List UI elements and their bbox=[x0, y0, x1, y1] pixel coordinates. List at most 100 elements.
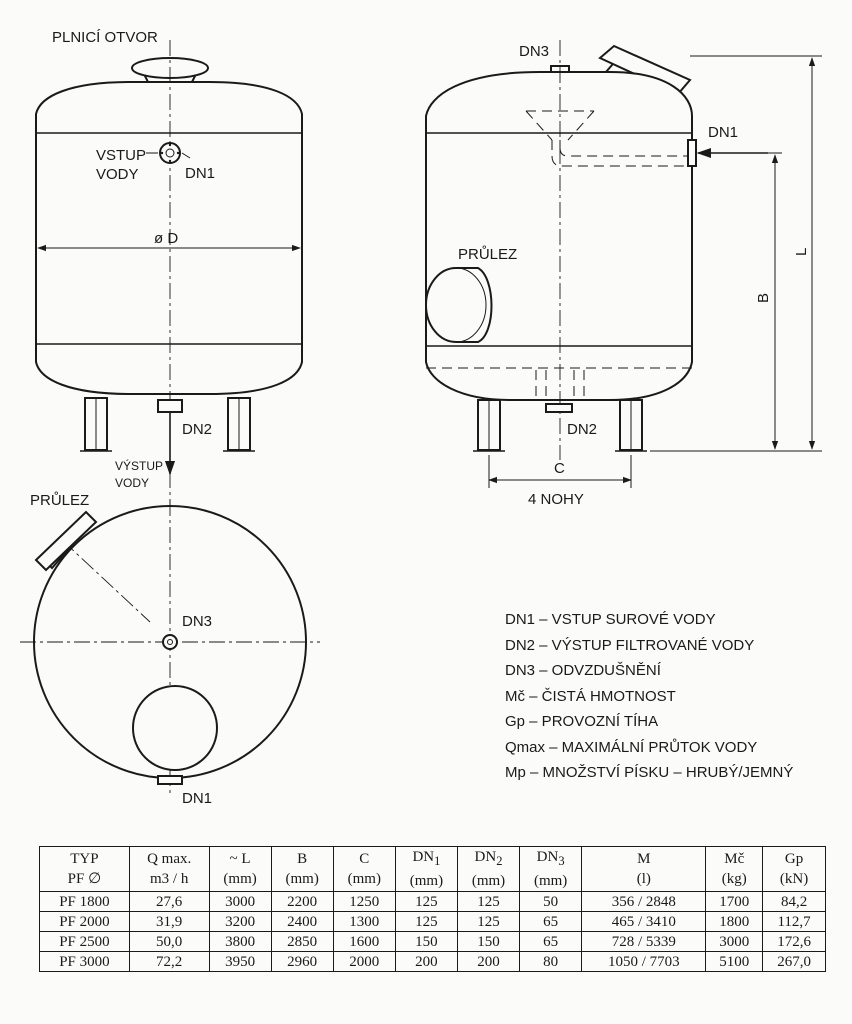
abbreviation-legend: DN1 – VSTUP SUROVÉ VODY DN2 – VÝSTUP FIL… bbox=[505, 607, 845, 786]
table-cell: 5100 bbox=[705, 951, 764, 972]
col-header-mc: Mč(kg) bbox=[705, 846, 764, 892]
dimension-c-label: C bbox=[554, 460, 565, 477]
front-dn1-label: DN1 bbox=[185, 165, 215, 182]
front-legs bbox=[80, 397, 255, 452]
col-header-dn1: DN1(mm) bbox=[394, 846, 458, 892]
table-cell: 2200 bbox=[270, 891, 334, 912]
table-cell: PF 3000 bbox=[39, 951, 130, 972]
dimension-b-label: B bbox=[755, 293, 772, 303]
table-cell: 3950 bbox=[208, 951, 272, 972]
table-cell: 125 bbox=[394, 911, 458, 932]
legend-item: Gp – PROVOZNÍ TÍHA bbox=[505, 713, 659, 730]
table-cell: 1050 / 7703 bbox=[581, 951, 707, 972]
legend-item: Qmax – MAXIMÁLNÍ PRŮTOK VODY bbox=[505, 738, 758, 756]
table-cell: 80 bbox=[519, 951, 583, 972]
top-manhole-label: PRŮLEZ bbox=[30, 491, 89, 509]
table-cell: PF 2000 bbox=[39, 911, 130, 932]
col-header-c: C(mm) bbox=[332, 846, 396, 892]
top-view: PRŮLEZ DN3 DN1 bbox=[20, 491, 320, 807]
col-header-m: M(l) bbox=[581, 846, 707, 892]
water-outlet-label: VÝSTUP bbox=[115, 458, 163, 473]
table-row: PF 2500 50,0 3800 2850 1600 150 150 65 7… bbox=[39, 931, 826, 952]
col-header-qmax: Q max.m3 / h bbox=[128, 846, 210, 892]
table-cell: 2850 bbox=[270, 931, 334, 952]
table-cell: 1300 bbox=[332, 911, 396, 932]
table-cell: 65 bbox=[519, 931, 583, 952]
table-cell: 112,7 bbox=[762, 911, 826, 932]
side-dn1-label: DN1 bbox=[708, 124, 738, 141]
col-header-b: B(mm) bbox=[270, 846, 334, 892]
table-cell: 1700 bbox=[705, 891, 764, 912]
table-cell: 150 bbox=[456, 931, 521, 952]
top-manhole-nozzle bbox=[34, 510, 98, 572]
water-inlet-label-line2: VODY bbox=[96, 166, 139, 183]
legend-item: DN3 – ODVZDUŠNĚNÍ bbox=[505, 662, 661, 679]
col-header-l: ~ L(mm) bbox=[208, 846, 272, 892]
table-cell: 200 bbox=[394, 951, 458, 972]
water-inlet-label: VSTUP bbox=[96, 147, 146, 164]
legend-item: DN1 – VSTUP SUROVÉ VODY bbox=[505, 611, 716, 628]
table-cell: 65 bbox=[519, 911, 583, 932]
front-dn2-label: DN2 bbox=[182, 421, 212, 438]
side-legs bbox=[473, 399, 647, 452]
table-cell: 1800 bbox=[705, 911, 764, 932]
fill-opening-label: PLNICÍ OTVOR bbox=[52, 29, 158, 46]
col-header-dn2: DN2(mm) bbox=[456, 846, 521, 892]
table-cell: 125 bbox=[394, 891, 458, 912]
table-cell: 84,2 bbox=[762, 891, 826, 912]
legend-item: Mp – MNOŽSTVÍ PÍSKU – HRUBÝ/JEMNÝ bbox=[505, 764, 794, 781]
table-cell: 2960 bbox=[270, 951, 334, 972]
table-cell: 728 / 5339 bbox=[581, 931, 707, 952]
table-cell: 31,9 bbox=[128, 911, 210, 932]
col-header-gp: Gp(kN) bbox=[762, 846, 826, 892]
table-cell: 172,6 bbox=[762, 931, 826, 952]
table-cell: 50 bbox=[519, 891, 583, 912]
table-cell: 125 bbox=[456, 891, 521, 912]
table-cell: 72,2 bbox=[128, 951, 210, 972]
table-row: PF 3000 72,2 3950 2960 2000 200 200 80 1… bbox=[39, 951, 826, 972]
table-cell: 3200 bbox=[208, 911, 272, 932]
side-view: DN3 DN1 PRŮLEZ DN2 B L C 4 NOHY bbox=[425, 40, 822, 508]
front-view: ø D PLNICÍ OTVOR VSTUP VODY DN1 bbox=[35, 29, 303, 520]
table-cell: 125 bbox=[456, 911, 521, 932]
front-tank-body bbox=[35, 81, 303, 395]
top-dn1-label: DN1 bbox=[182, 790, 212, 807]
diameter-label: ø D bbox=[154, 230, 178, 247]
table-row: PF 1800 27,6 3000 2200 1250 125 125 50 3… bbox=[39, 891, 826, 912]
water-outlet-label-line2: VODY bbox=[115, 476, 149, 490]
table-cell: 465 / 3410 bbox=[581, 911, 707, 932]
water-inlet-flange bbox=[146, 142, 191, 164]
table-cell: 50,0 bbox=[128, 931, 210, 952]
side-dn3-label: DN3 bbox=[519, 43, 549, 60]
table-cell: 3000 bbox=[705, 931, 764, 952]
table-cell: 356 / 2848 bbox=[581, 891, 707, 912]
side-manhole-label: PRŮLEZ bbox=[458, 245, 517, 263]
dimension-l-label: L bbox=[793, 248, 810, 256]
col-header-dn3: DN3(mm) bbox=[519, 846, 583, 892]
table-cell: PF 1800 bbox=[39, 891, 130, 912]
table-cell: 200 bbox=[456, 951, 521, 972]
side-manhole bbox=[425, 267, 493, 343]
legend-item: DN2 – VÝSTUP FILTROVANÉ VODY bbox=[505, 636, 755, 654]
side-dn2-label: DN2 bbox=[567, 421, 597, 438]
table-cell: 3000 bbox=[208, 891, 272, 912]
table-cell: 150 bbox=[394, 931, 458, 952]
side-tank-body bbox=[425, 71, 693, 401]
legs-label: 4 NOHY bbox=[528, 491, 584, 508]
table-cell: 2400 bbox=[270, 911, 334, 932]
table-cell: 27,6 bbox=[128, 891, 210, 912]
top-dn3-label: DN3 bbox=[182, 613, 212, 630]
table-row: PF 2000 31,9 3200 2400 1300 125 125 65 4… bbox=[39, 911, 826, 932]
internal-funnel bbox=[525, 110, 688, 167]
table-cell: 1600 bbox=[332, 931, 396, 952]
legend-item: Mč – ČISTÁ HMOTNOST bbox=[505, 687, 676, 705]
table-cell: 3800 bbox=[208, 931, 272, 952]
table-cell: 2000 bbox=[332, 951, 396, 972]
table-cell: 1250 bbox=[332, 891, 396, 912]
table-cell: 267,0 bbox=[762, 951, 826, 972]
table-cell: PF 2500 bbox=[39, 931, 130, 952]
